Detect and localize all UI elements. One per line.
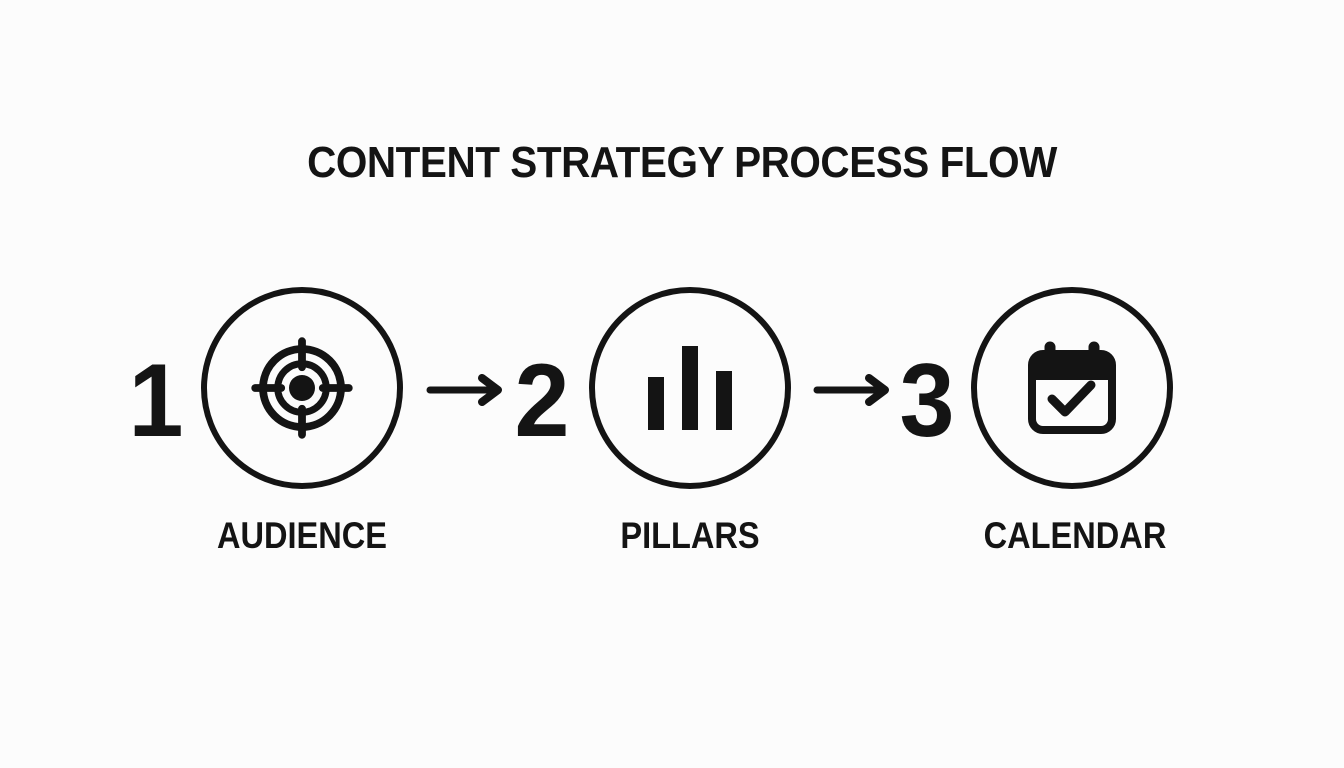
arrow-right-icon [426, 374, 502, 406]
step-3-label: CALENDAR [983, 515, 1167, 556]
step-1-label: AUDIENCE [216, 515, 388, 556]
bar-chart-icon [648, 346, 732, 430]
step-1-circle [201, 287, 403, 489]
step-2-number: 2 [514, 343, 570, 459]
arrow-right-icon [813, 374, 889, 406]
step-1-number: 1 [128, 343, 184, 459]
target-icon [251, 337, 353, 439]
step-3-number: 3 [899, 343, 955, 459]
step-2-label: PILLARS [620, 515, 760, 556]
diagram-title: CONTENT STRATEGY PROCESS FLOW [307, 138, 1057, 187]
step-3-circle [971, 287, 1173, 489]
step-2-circle [589, 287, 791, 489]
calendar-check-icon [1028, 341, 1116, 434]
